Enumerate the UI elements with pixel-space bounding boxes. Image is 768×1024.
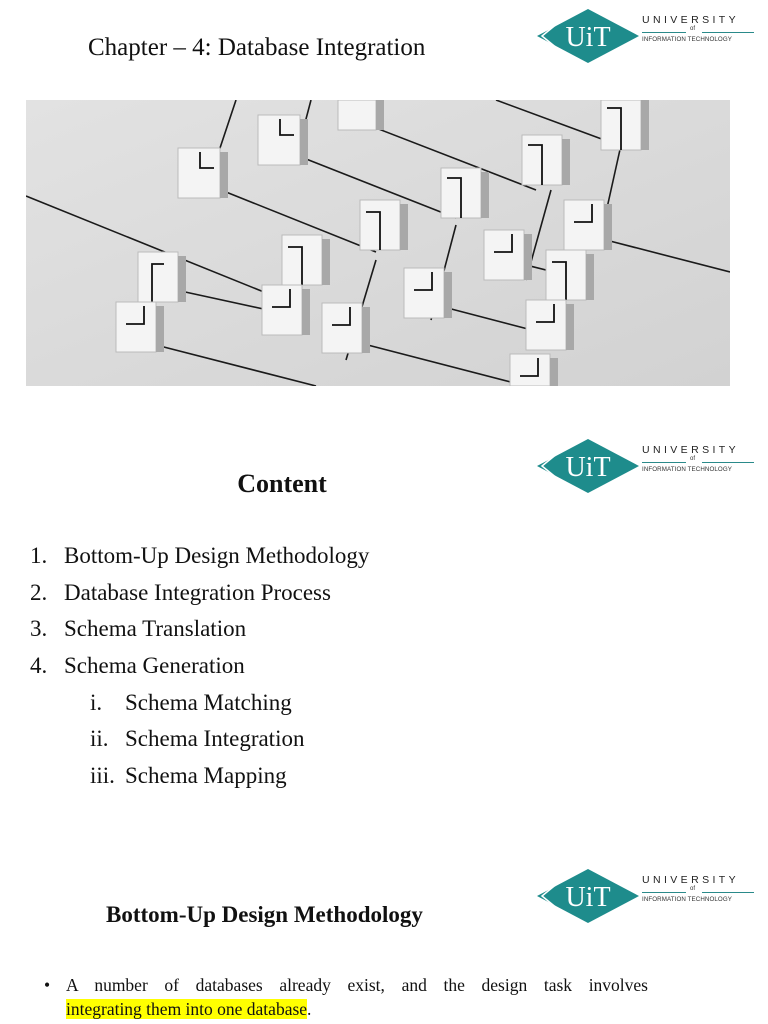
bullet-icon: • <box>44 975 51 995</box>
svg-text:UiT: UiT <box>565 22 610 53</box>
logo-information-technology: INFORMATION TECHNOLOGY <box>642 466 732 473</box>
uit-diamond-icon: UiT <box>537 9 639 63</box>
uit-diamond-icon: UiT <box>537 439 639 493</box>
chapter-title: Chapter – 4: Database Integration <box>88 34 426 61</box>
uit-logo: UiT UNIVERSITY of INFORMATION TECHNOLOGY <box>536 868 756 930</box>
logo-of: of <box>690 26 696 32</box>
bullet-text: A number of databases already exist, and… <box>66 975 648 1019</box>
logo-university: UNIVERSITY <box>642 444 740 456</box>
logo-information-technology: INFORMATION TECHNOLOGY <box>642 896 732 903</box>
content-heading: Content <box>237 469 327 498</box>
cube-icons <box>115 100 649 386</box>
section-heading: Bottom-Up Design Methodology <box>106 902 423 927</box>
hero-cubes-image <box>26 100 730 386</box>
logo-information-technology: INFORMATION TECHNOLOGY <box>642 36 732 43</box>
logo-university: UNIVERSITY <box>642 874 740 886</box>
logo-university: UNIVERSITY <box>642 14 740 26</box>
uit-logo: UiT UNIVERSITY of INFORMATION TECHNOLOGY <box>536 8 756 70</box>
logo-of: of <box>690 886 696 892</box>
logo-of: of <box>690 456 696 462</box>
uit-diamond-icon: UiT <box>537 869 639 923</box>
cube-network-illustration <box>26 100 730 386</box>
svg-text:UiT: UiT <box>565 882 610 913</box>
uit-logo: UiT UNIVERSITY of INFORMATION TECHNOLOGY <box>536 438 756 500</box>
svg-text:UiT: UiT <box>565 452 610 483</box>
highlighted-text: integrating them into one database <box>66 999 308 1019</box>
